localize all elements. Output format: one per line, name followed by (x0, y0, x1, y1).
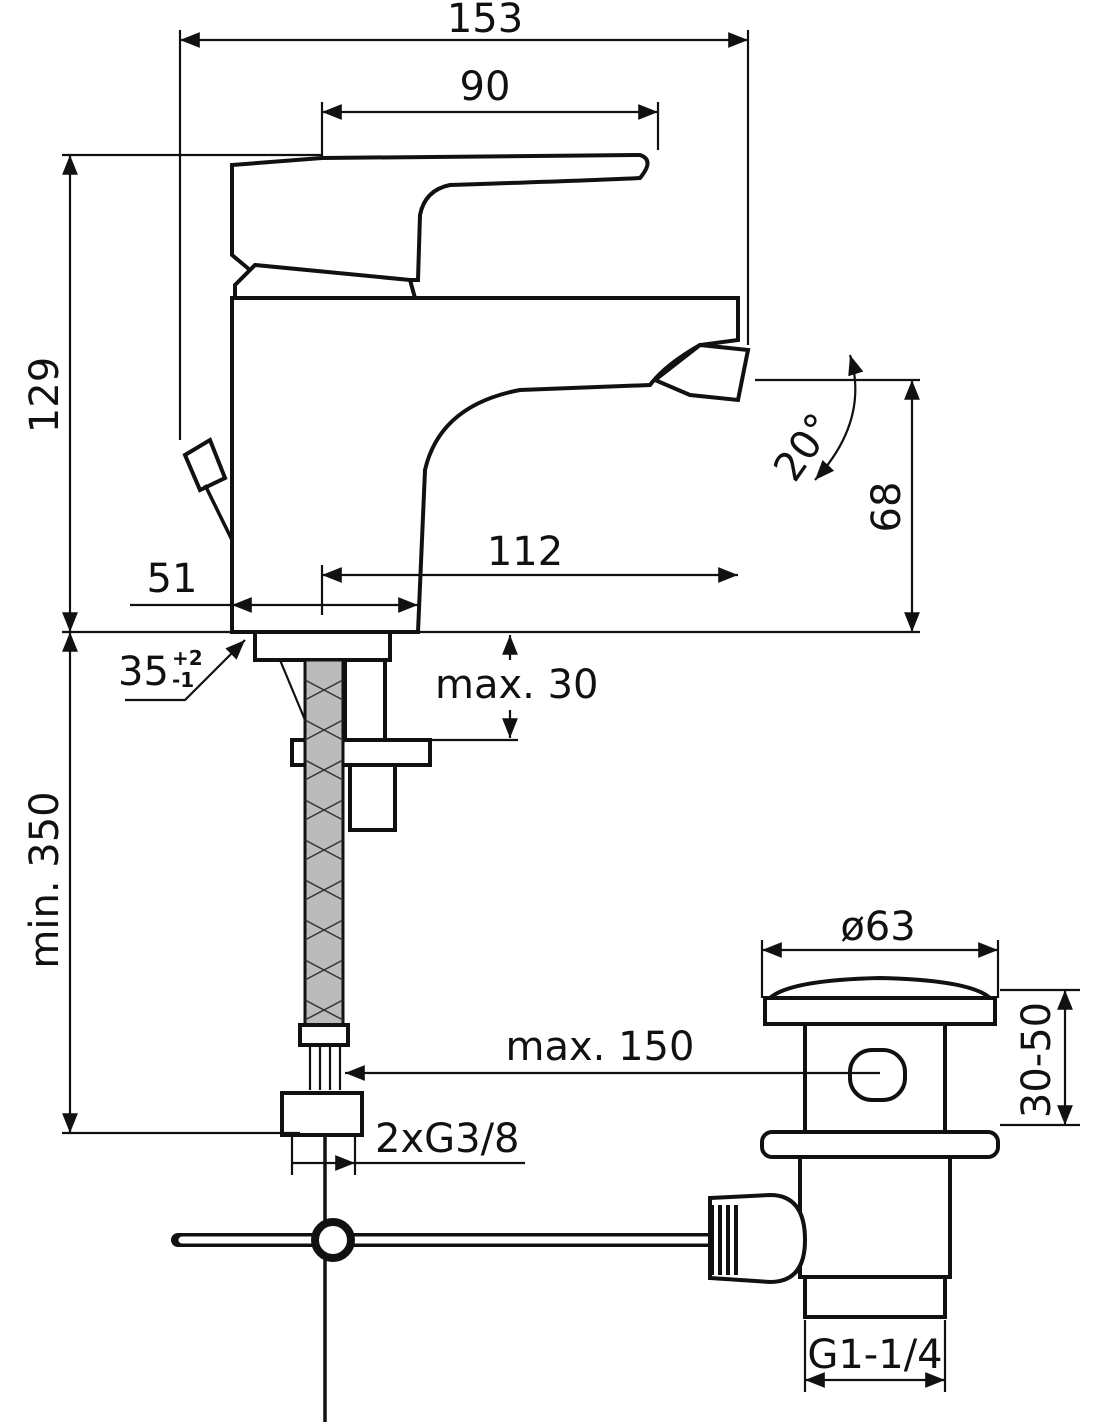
dim-connections: 2xG3/8 (375, 1116, 520, 1162)
waste-plug (764, 975, 996, 1000)
dim-overall-width: 153 (447, 0, 523, 42)
dim-hose-length: min. 350 (22, 791, 68, 968)
dim-angle: 20° (765, 405, 843, 489)
faucet-body (230, 296, 740, 634)
dim-hole-tol-minus: -1 (172, 668, 194, 692)
dim-rod-length: max. 150 (506, 1024, 695, 1070)
base-plate (253, 630, 392, 662)
dim-waste-diameter: ø63 (840, 904, 915, 950)
dim-height: 129 (22, 357, 68, 433)
dimension-lines (62, 30, 1080, 1392)
dim-spout-reach: 112 (487, 529, 563, 575)
dim-base-offset: 51 (147, 556, 198, 602)
dim-waste-thread: G1-1/4 (807, 1332, 942, 1378)
pivot-clamp (311, 1218, 355, 1262)
dim-hole-tol-plus: +2 (172, 646, 203, 670)
dim-waste-range: 30-50 (1014, 1002, 1060, 1118)
popup-knob (182, 437, 228, 493)
dim-spout-height: 68 (864, 482, 910, 533)
dim-handle-width: 90 (460, 64, 511, 110)
dim-deck-thickness: max. 30 (435, 662, 598, 708)
hose-nut (280, 1091, 364, 1137)
faucet-handle (230, 152, 650, 282)
dim-hole-diameter: 35 (118, 649, 169, 695)
spout-nozzle (651, 342, 751, 403)
